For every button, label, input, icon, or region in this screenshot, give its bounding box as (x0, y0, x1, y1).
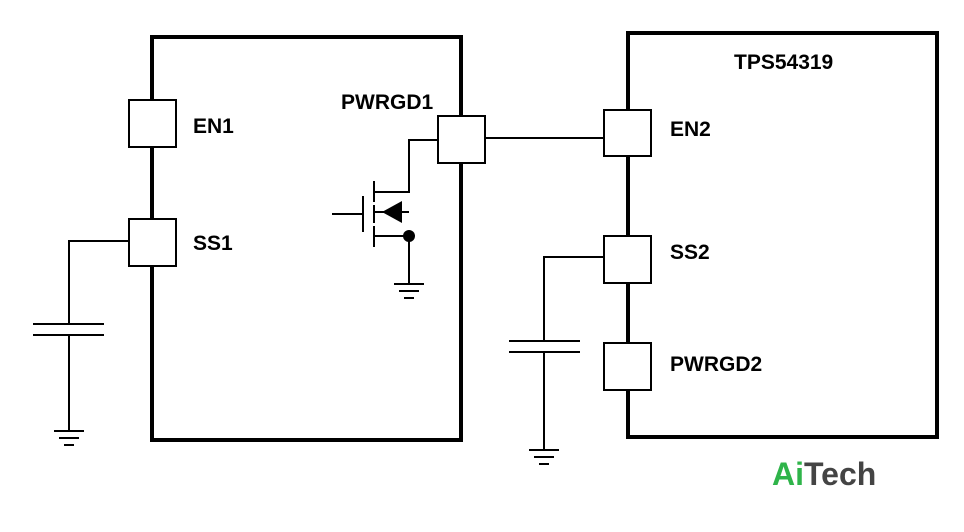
label-ss1: SS1 (193, 232, 233, 255)
pin-box-ss2 (603, 235, 652, 284)
label-pwrgd1: PWRGD1 (341, 91, 433, 114)
pin-box-pwrgd1 (437, 115, 486, 164)
pwrgd1-mosfet (332, 139, 438, 299)
label-pwrgd2: PWRGD2 (670, 353, 762, 376)
pin-box-pwrgd2 (603, 342, 652, 391)
watermark-logo: AiTech (772, 456, 876, 492)
ss1-capacitor-network (33, 240, 129, 446)
watermark-part1: Ai (772, 456, 804, 492)
pin-box-en2 (603, 109, 652, 157)
ss2-capacitor-network (509, 256, 604, 465)
pin-box-en1 (128, 99, 177, 148)
mosfet-arrow (382, 201, 402, 223)
label-en1: EN1 (193, 115, 234, 138)
right-ic-body (626, 31, 939, 439)
chip-title: TPS54319 (734, 51, 833, 74)
label-en2: EN2 (670, 118, 711, 141)
pin-box-ss1 (128, 218, 177, 267)
mosfet-source-node (403, 230, 415, 242)
watermark-part2: Tech (804, 456, 876, 492)
label-ss2: SS2 (670, 241, 710, 264)
